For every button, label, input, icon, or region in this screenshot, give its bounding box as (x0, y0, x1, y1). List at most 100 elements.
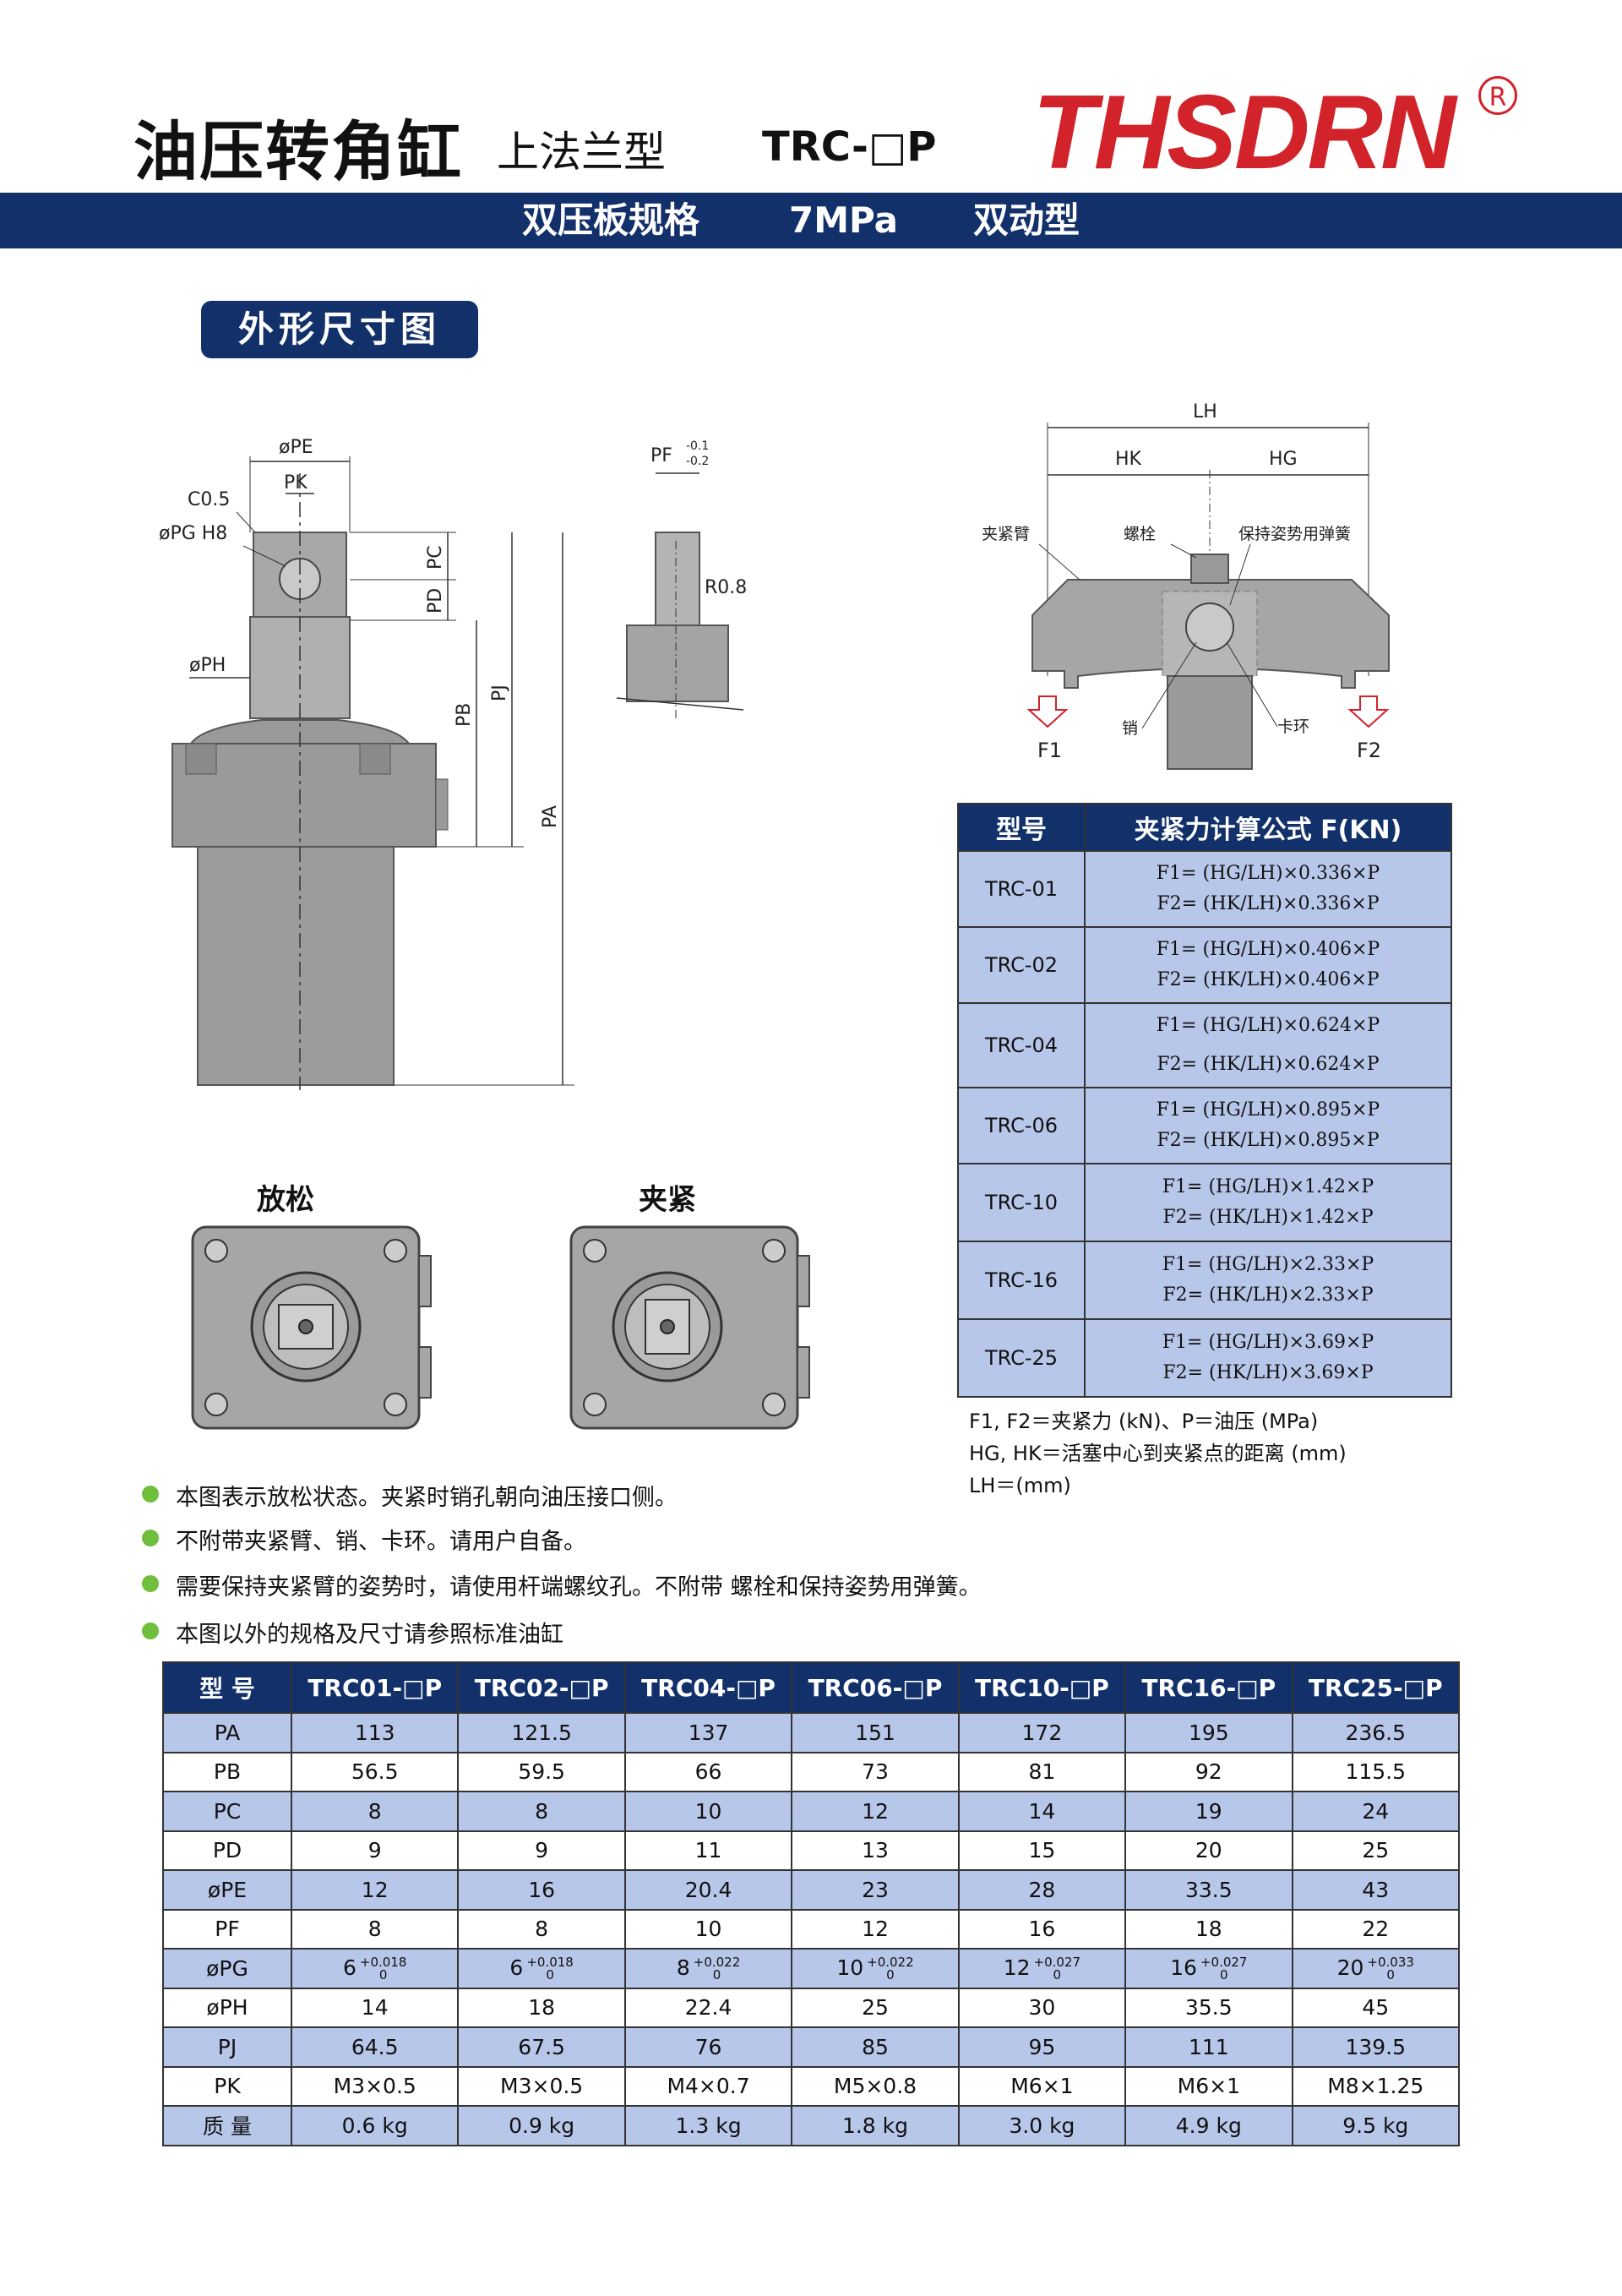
label-pj: PJ (489, 684, 510, 701)
spec-cell: 10 (623, 1908, 793, 1950)
spec-cell: 236.5 (1291, 1712, 1461, 1753)
spec-row-label: PF (162, 1908, 292, 1950)
spec-cell: 12 (791, 1791, 960, 1832)
spec-cell: 33.5 (1124, 1869, 1293, 1911)
spec-cell: 24 (1291, 1791, 1461, 1832)
label-pc: PC (425, 545, 446, 570)
spec-cell: 95 (957, 2026, 1127, 2068)
spec-cell: M8×1.25 (1291, 2065, 1461, 2107)
spec-header: TRC25-□P (1291, 1661, 1461, 1714)
spec-cell: 195 (1124, 1712, 1293, 1753)
formula-header-model: 型号 (957, 803, 1086, 852)
page-subtitle: 上法兰型 (497, 128, 666, 177)
spec-row-label: øPG (162, 1948, 292, 1989)
spec-cell: 10 (623, 1791, 793, 1832)
spec-cell: M5×0.8 (791, 2065, 960, 2107)
label-pa: PA (540, 805, 561, 828)
label-hk: HK (1115, 449, 1142, 470)
spec-cell: 1.3 kg (623, 2105, 793, 2146)
spec-row-label: PA (162, 1712, 292, 1753)
spec-cell: 0.9 kg (457, 2105, 626, 2146)
spec-cell: 12 (791, 1908, 960, 1950)
cylinder-side-view: øPE PK C0.5 øPG H8 øPH PC PD PB PJ PA (159, 437, 574, 1090)
note-item: 本图以外的规格及尺寸请参照标准油缸 (142, 1616, 563, 1649)
label-released: 放松 (257, 1183, 314, 1217)
spec-cell: M6×1 (1124, 2065, 1293, 2107)
spec-cell: 3.0 kg (957, 2105, 1127, 2146)
label-pk: PK (284, 472, 308, 494)
brand-logo: THSDRN (1032, 74, 1456, 191)
label-lh: LH (1193, 401, 1217, 423)
note-item: 本图表示放松状态。夹紧时销孔朝向油压接口侧。 (142, 1479, 678, 1512)
spec-cell: 25 (791, 1987, 960, 2028)
spec-cell: 111 (1124, 2026, 1293, 2068)
spec-cell: 14 (290, 1987, 460, 2028)
spec-cell: 14 (957, 1791, 1127, 1832)
note-item: 不附带夹紧臂、销、卡环。请用户自备。 (142, 1523, 586, 1556)
note-item: 需要保持夹紧臂的姿势时，请使用杆端螺纹孔。不附带 螺栓和保持姿势用弹簧。 (142, 1568, 982, 1601)
label-pd: PD (425, 588, 446, 614)
spec-cell: 67.5 (457, 2026, 626, 2068)
formula-model: TRC-02 (957, 926, 1086, 1004)
label-ph: øPH (189, 655, 226, 676)
label-bolt: 螺栓 (1124, 525, 1156, 543)
spec-cell: 19 (1124, 1791, 1293, 1832)
dimension-spec-table: 型 号 TRC01-□P TRC02-□P TRC04-□P TRC06-□P … (162, 1661, 1461, 2146)
spec-row-label: PC (162, 1791, 292, 1832)
bullet-icon (142, 1486, 159, 1502)
clamp-arm-diagram: LH HK HG 夹紧臂 螺栓 保持姿势用弹簧 销 卡环 F1 F2 (982, 401, 1390, 770)
spec-cell: 115.5 (1291, 1751, 1461, 1792)
spec-cell: 66 (623, 1751, 793, 1792)
spec-cell: 8 (290, 1791, 460, 1832)
registered-mark: R (1478, 76, 1517, 115)
spec-cell: 9 (290, 1830, 460, 1871)
spec-cell: 23 (791, 1869, 960, 1911)
label-hg: HG (1269, 449, 1298, 470)
spec-cell: 18 (1124, 1908, 1293, 1950)
bullet-icon (142, 1575, 159, 1592)
formula-model: TRC-04 (957, 1002, 1086, 1088)
spec-cell: 64.5 (290, 2026, 460, 2068)
spec-cell: 4.9 kg (1124, 2105, 1293, 2146)
spec-cell: 16 (457, 1869, 626, 1911)
section-title: 外形尺寸图 (201, 301, 478, 358)
spec-header: TRC02-□P (457, 1661, 626, 1714)
spec-row-label: PJ (162, 2026, 292, 2068)
label-pf: PF (650, 445, 672, 466)
spec-header: TRC16-□P (1124, 1661, 1293, 1714)
label-pe: øPE (279, 437, 313, 458)
model-code: TRC-□P (762, 123, 937, 171)
spec-cell: 20 (1124, 1830, 1293, 1871)
spec-cell: 59.5 (457, 1751, 626, 1792)
spec-header-row: 型 号 TRC01-□P TRC02-□P TRC04-□P TRC06-□P … (162, 1661, 1461, 1714)
spec-cell: 81 (957, 1751, 1127, 1792)
spec-row-label: PD (162, 1830, 292, 1871)
spec-cell: 16 (957, 1908, 1127, 1950)
spec-cell: 92 (1124, 1751, 1293, 1792)
label-arm: 夹紧臂 (982, 525, 1030, 543)
legend-force: F1, F2＝夹紧力 (kN)、P＝油压 (MPa) (969, 1410, 1319, 1433)
spec-cell: 11 (623, 1830, 793, 1871)
spec-cell: 22.4 (623, 1987, 793, 2028)
